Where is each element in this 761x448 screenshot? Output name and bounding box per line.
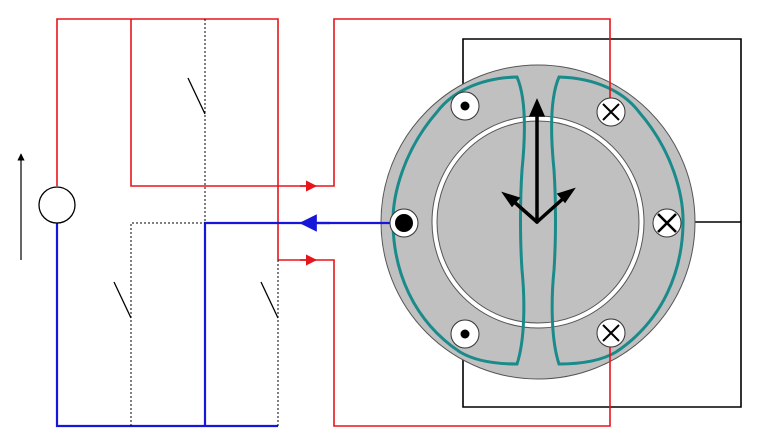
negative-wire — [55, 214, 390, 428]
terminal-cross-middle — [652, 208, 682, 238]
terminal-cross-bottom — [596, 318, 626, 348]
positive-wire — [56, 18, 611, 427]
source-circle-icon — [38, 186, 76, 224]
terminal-dot-top — [450, 91, 480, 121]
terminal-cross-top — [596, 97, 626, 127]
stator-coil — [391, 75, 685, 366]
switch-icon — [113, 77, 279, 319]
rotor-axis-arrows-icon — [501, 98, 576, 224]
terminal-dot-bottom — [450, 319, 480, 349]
dotted-links — [130, 19, 279, 426]
terminal-dot-middle — [389, 208, 419, 238]
